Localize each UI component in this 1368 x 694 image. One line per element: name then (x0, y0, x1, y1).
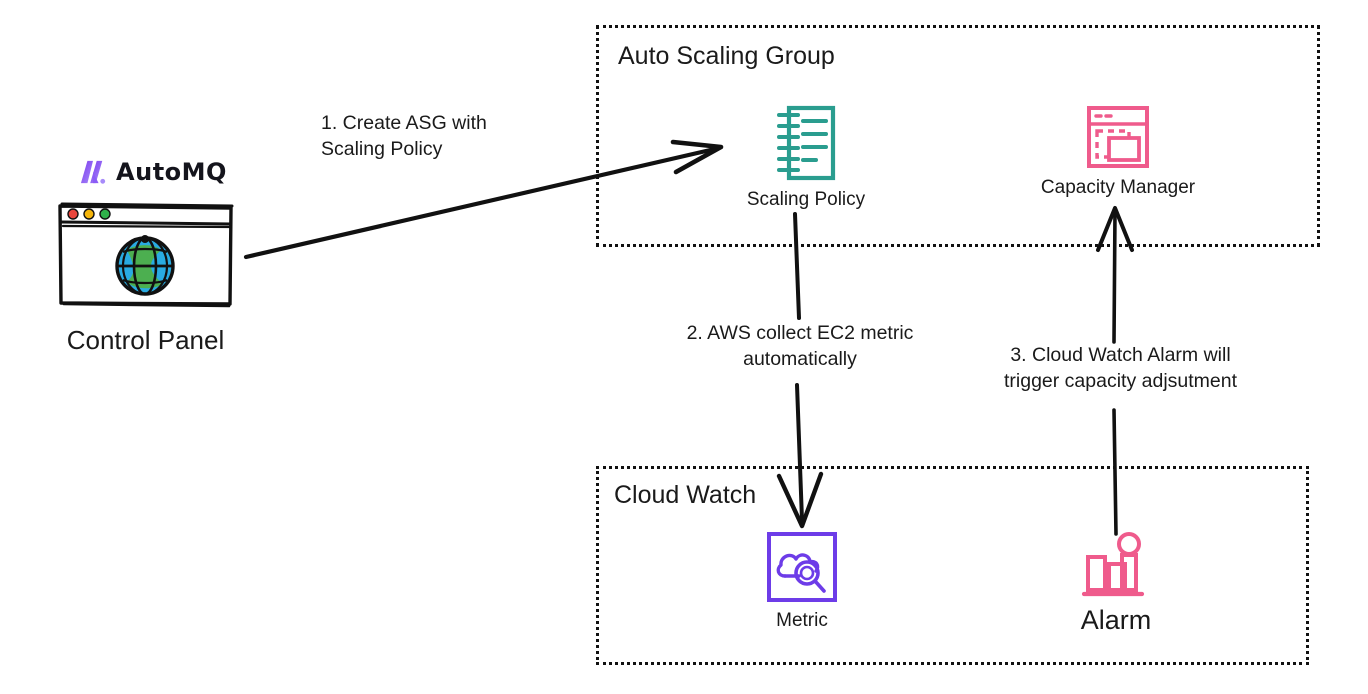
annotation-collect-metric: 2. AWS collect EC2 metric automatically (686, 322, 914, 370)
cloud-magnifier-icon (767, 532, 837, 602)
node-label-alarm: Alarm (1080, 605, 1152, 635)
annotation-trigger-capacity: 3. Cloud Watch Alarm will trigger capaci… (1003, 344, 1238, 392)
notebook-icon (777, 105, 836, 181)
traffic-light-green (99, 208, 111, 220)
control-panel-label: Control Panel (66, 325, 225, 355)
traffic-light-red (67, 208, 79, 220)
traffic-light-yellow (83, 208, 95, 220)
browser-window-icon (58, 202, 234, 308)
window-selection-icon (1087, 106, 1149, 168)
auto-scaling-group-title: Auto Scaling Group (618, 42, 835, 70)
annotation-create-asg: 1. Create ASG with Scaling Policy (321, 112, 487, 160)
globe-icon (115, 235, 175, 296)
automq-wordmark: AutoMQ (116, 158, 227, 186)
node-alarm[interactable]: Alarm (1046, 531, 1186, 636)
automq-logo: AutoMQ (48, 155, 258, 189)
node-capacity-manager[interactable]: Capacity Manager (1041, 104, 1195, 199)
control-panel-node[interactable]: AutoMQ (48, 155, 258, 356)
cloud-watch-title: Cloud Watch (614, 481, 757, 509)
node-label-capacity-manager: Capacity Manager (1040, 177, 1196, 198)
cloud-watch-container (596, 466, 1309, 665)
automq-logo-icon (80, 160, 106, 184)
node-label-metric: Metric (776, 610, 828, 631)
node-label-scaling-policy: Scaling Policy (746, 189, 866, 210)
auto-scaling-group-container (596, 25, 1320, 247)
node-scaling-policy[interactable]: Scaling Policy (736, 104, 876, 211)
bar-chart-alarm-icon (1081, 532, 1145, 597)
node-metric[interactable]: Metric (737, 531, 867, 632)
